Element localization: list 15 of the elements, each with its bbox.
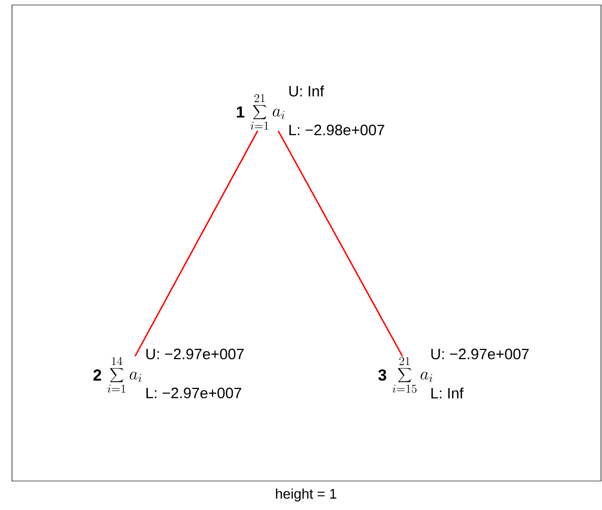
upper-bound-label: U: −2.97e+007 xyxy=(431,348,529,360)
line xyxy=(134,130,258,356)
node-number: 2 xyxy=(93,369,102,381)
sum-formula: $\sum_{i=15}^{21} a_i$ xyxy=(392,357,432,393)
node-number: 1 xyxy=(236,106,244,118)
lower-bound-label: L: −2.97e+007 xyxy=(146,388,242,398)
lower-bound-label: L: −2.98e+007 xyxy=(289,124,384,136)
node-number: 3 xyxy=(378,369,386,381)
line xyxy=(278,130,404,356)
sum-formula: $\sum_{i=1}^{14} a_i$ xyxy=(108,357,142,393)
lower-bound-label: L: Inf xyxy=(431,388,464,398)
sum-formula: $\sum_{i=1}^{21} a_i$ xyxy=(250,94,284,130)
axis-label: height = 1 xyxy=(276,488,336,502)
upper-bound-label: U: Inf xyxy=(289,86,324,96)
upper-bound-label: U: −2.97e+007 xyxy=(146,348,244,360)
